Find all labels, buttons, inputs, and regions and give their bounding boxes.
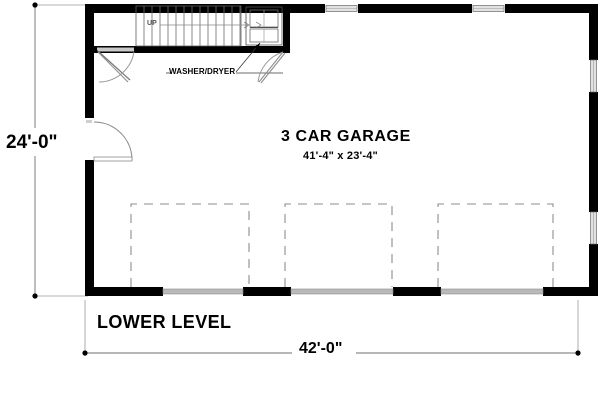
car-bay-1	[130, 203, 250, 287]
window-openings	[325, 5, 597, 245]
car-bay-3	[437, 203, 554, 287]
washer-dryer-callout-label: WASHER/DRYER	[169, 67, 236, 76]
dimension-label-depth: 24'-0"	[6, 132, 58, 153]
car-parking-bays	[130, 203, 554, 287]
washer-dryer-closet	[245, 6, 283, 46]
door-laundry-swing	[96, 50, 135, 83]
car-bay-2	[284, 203, 393, 287]
washer-dryer-leader-lines	[166, 42, 283, 74]
door-entry-swing	[86, 120, 133, 162]
dimension-label-width: 42'-0"	[299, 340, 343, 357]
interior-partition-wall	[94, 4, 290, 53]
room-label-garage: 3 CAR GARAGE	[281, 128, 411, 145]
dimension-bottom-42ft	[82, 300, 581, 365]
exterior-walls	[85, 4, 598, 296]
door-closet-swing	[257, 51, 286, 84]
stair-direction-label: UP	[147, 20, 157, 27]
stair-run	[135, 5, 250, 47]
plan-level-title: LOWER LEVEL	[97, 312, 232, 332]
room-dimensions-garage: 41'-4" x 23'-4"	[303, 150, 378, 162]
dimension-left-24ft	[2, 2, 88, 299]
garage-door-openings	[162, 288, 544, 295]
